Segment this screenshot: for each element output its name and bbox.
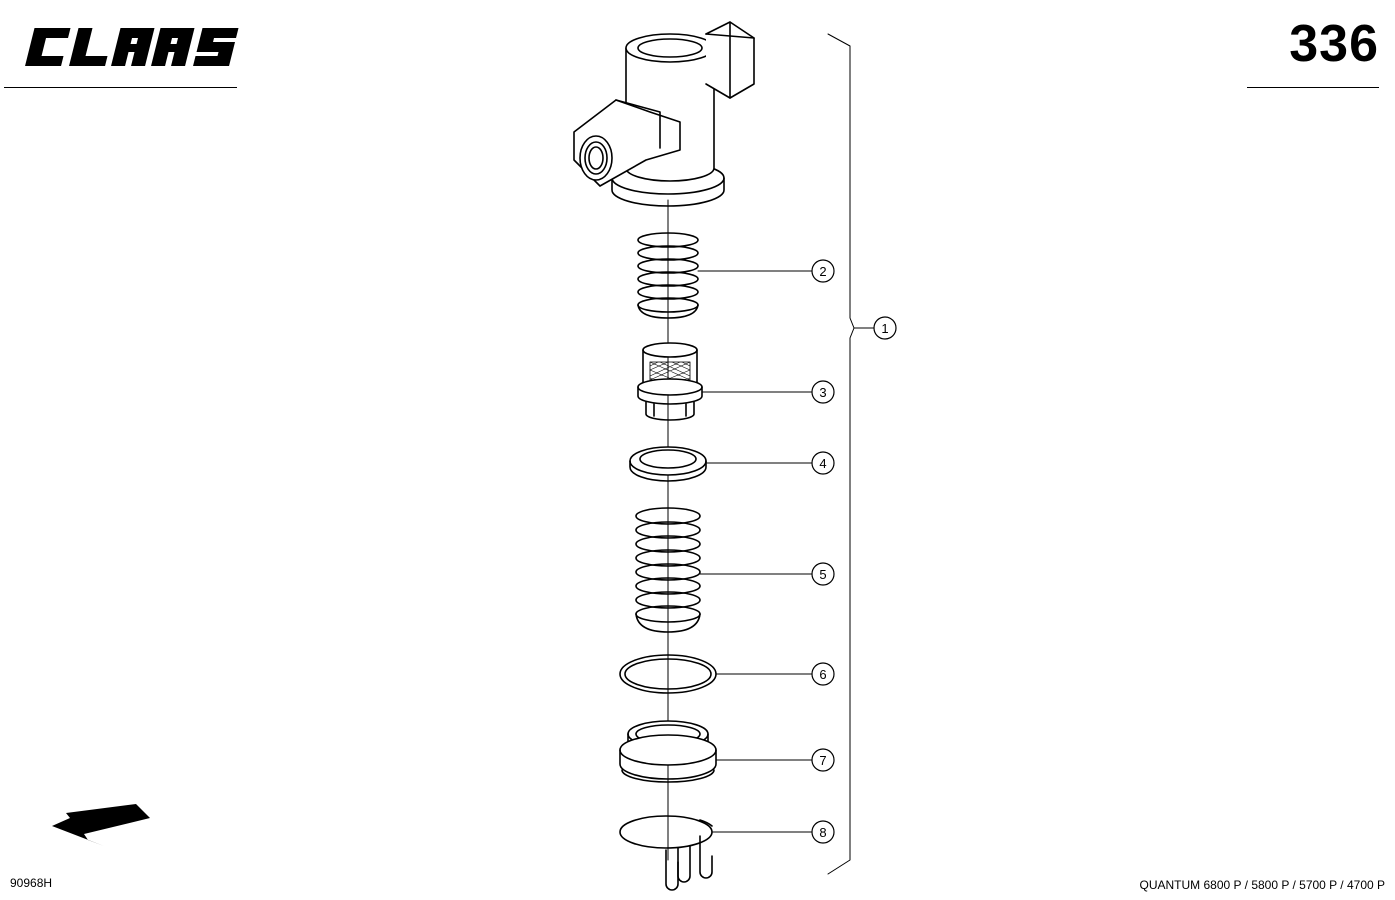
callout-3: 3: [819, 385, 826, 400]
strainer-part-3: [637, 342, 703, 421]
callout-2: 2: [819, 264, 826, 279]
plug-part-7: [619, 720, 717, 783]
callout-7: 7: [819, 753, 826, 768]
model-designation: QUANTUM 6800 P / 5800 P / 5700 P / 4700 …: [1139, 878, 1385, 892]
callout-6: 6: [819, 667, 826, 682]
washer-part-4: [629, 446, 707, 482]
clip-part-8: [619, 815, 713, 891]
header-rule-left: [4, 87, 237, 88]
callout-4: 4: [819, 456, 826, 471]
spring-part-2: [637, 232, 699, 319]
callout-circles: [811, 259, 897, 844]
header-rule-right: [1247, 87, 1379, 88]
callout-1: 1: [881, 321, 888, 336]
claas-logo: [25, 28, 239, 66]
callout-8: 8: [819, 825, 826, 840]
drawing-number: 90968H: [10, 876, 53, 890]
spring-part-5: [635, 507, 701, 633]
housing-part: [573, 21, 755, 207]
callout-5: 5: [819, 567, 826, 582]
page-number: 336: [1289, 15, 1379, 73]
leader-lines: [697, 33, 875, 875]
direction-arrow-icon: [52, 804, 150, 846]
